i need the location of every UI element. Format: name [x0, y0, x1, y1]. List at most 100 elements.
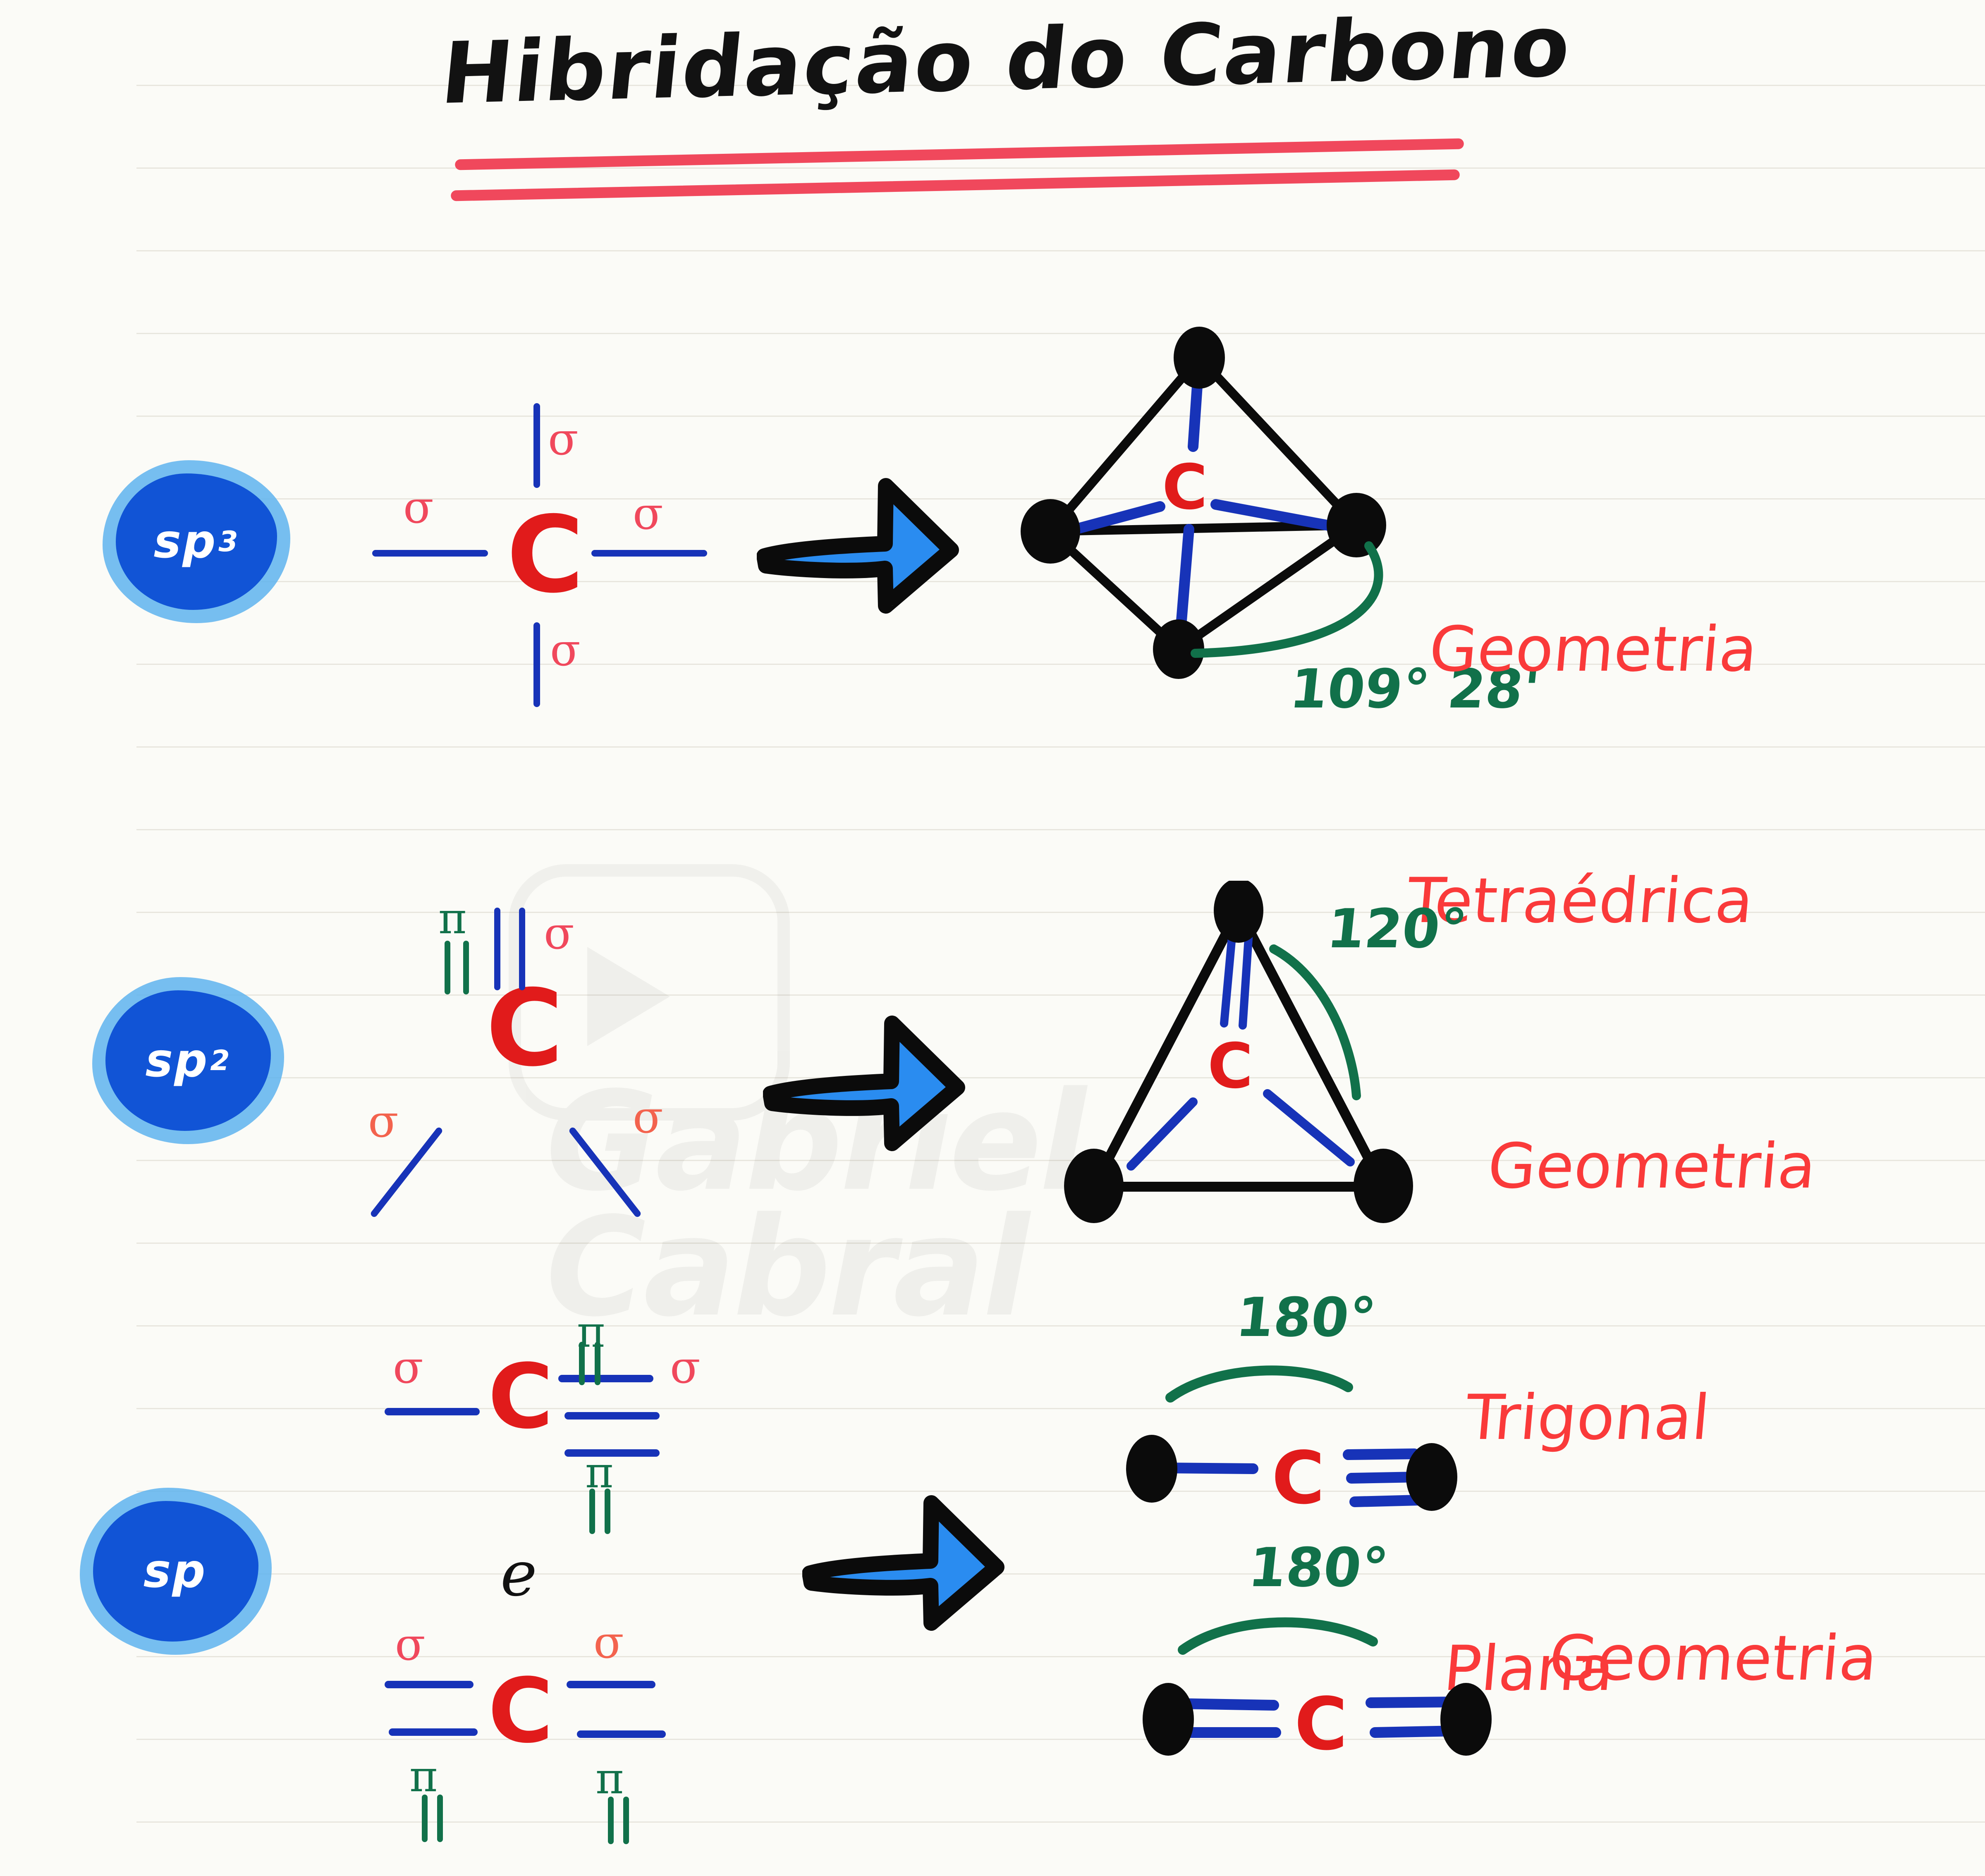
geometry-sp2-line2: Trigonal — [1463, 1381, 1713, 1454]
rule-line — [136, 85, 1985, 86]
geometry-sp-line1: Geometria — [1546, 1623, 1880, 1694]
pi-bond-sp-a-bottom-2 — [605, 1489, 610, 1534]
sigma-label-sp3-bottom: σ — [550, 624, 581, 676]
rule-line — [136, 1821, 1985, 1823]
linear-diagram-b: C — [1143, 1617, 1492, 1761]
bond-sp3-right — [591, 550, 707, 557]
bond-sp-a-right-2 — [564, 1412, 660, 1420]
rule-line — [136, 1325, 1985, 1326]
badge-core — [105, 990, 271, 1131]
rule-line — [136, 829, 1985, 830]
rule-line — [136, 664, 1985, 665]
svg-text:C: C — [1294, 1682, 1347, 1761]
bond-sp-b-right-1 — [567, 1681, 655, 1688]
rule-line — [136, 1656, 1985, 1657]
bond-sp-b-right-2 — [577, 1730, 666, 1738]
rule-line — [136, 581, 1985, 582]
bond-sp3-top — [533, 403, 540, 488]
sigma-label-sp3-top: σ — [548, 413, 579, 465]
title-underline-1 — [454, 138, 1464, 170]
pi-label-sp-b-right: π — [596, 1753, 624, 1804]
pi-bond-sp-b-right-1 — [608, 1797, 614, 1844]
svg-text:C: C — [1162, 452, 1208, 523]
pi-bond-sp-b-left-1 — [422, 1795, 428, 1842]
angle-label-sp-b: 180° — [1246, 1536, 1392, 1599]
carbon-atom-sp3: C — [507, 494, 584, 617]
rule-line — [136, 994, 1985, 996]
geometry-sp2-line1: Geometria — [1485, 1130, 1819, 1202]
bond-sp3-bottom — [533, 622, 540, 707]
bond-sp3-left — [372, 550, 488, 557]
bond-sp-a-right-1 — [558, 1375, 653, 1382]
badge-exponent: 2 — [210, 1044, 231, 1077]
rule-line — [136, 1243, 1985, 1244]
rule-line — [136, 333, 1985, 334]
rule-line — [136, 498, 1985, 499]
rule-line — [136, 250, 1985, 251]
pi-bond-sp2-b — [463, 941, 469, 994]
badge-base: sp — [143, 1544, 207, 1598]
rule-line — [136, 167, 1985, 169]
sigma-label-sp3-left: σ — [403, 482, 434, 533]
badge-sp-label: sp — [93, 1501, 258, 1642]
tetrahedron-diagram: C — [1021, 327, 1386, 679]
pi-bond-sp-b-right-2 — [623, 1797, 629, 1844]
bond-sp-a-right-3 — [564, 1449, 660, 1457]
carbon-atom-sp2: C — [486, 967, 564, 1090]
pi-bond-sp-a-bottom-1 — [589, 1489, 595, 1534]
sigma-label-sp-a-left: σ — [393, 1342, 423, 1393]
sigma-label-sp-a-right: σ — [670, 1342, 701, 1393]
badge-core — [93, 1501, 258, 1642]
pi-bond-sp-a-top-2 — [595, 1342, 600, 1385]
badge-exponent: 3 — [218, 525, 239, 558]
geometry-sp3-line1: Geometria — [1426, 614, 1760, 686]
title-text: Hibridação do Carbono — [437, 0, 1576, 123]
rule-line — [136, 1408, 1985, 1409]
sigma-label-sp2-right: σ — [633, 1092, 663, 1143]
pi-label-sp-b-left: π — [409, 1751, 438, 1802]
bond-sp-b-left-1 — [385, 1681, 474, 1688]
pi-bond-sp-a-top-1 — [579, 1342, 585, 1385]
rule-line — [136, 1077, 1985, 1078]
sigma-label-sp3-right: σ — [633, 488, 663, 540]
rule-line — [136, 1739, 1985, 1740]
title-underline-2 — [450, 169, 1460, 201]
rule-line — [136, 1160, 1985, 1161]
svg-text:C: C — [1272, 1436, 1325, 1513]
sigma-label-sp-b-left: σ — [395, 1619, 426, 1670]
bond-sp2-top-b — [519, 908, 525, 990]
bond-sp2-top-a — [494, 908, 500, 990]
rule-line — [136, 1573, 1985, 1575]
badge-core — [116, 473, 277, 610]
rule-line — [136, 912, 1985, 913]
bond-sp-b-left-2 — [389, 1728, 478, 1736]
rule-line — [136, 416, 1985, 417]
bond-sp-a-left — [385, 1408, 480, 1415]
sigma-label-sp-b-right: σ — [593, 1617, 624, 1668]
triangle-diagram: C — [1064, 881, 1413, 1223]
svg-text:C: C — [1208, 1030, 1253, 1102]
pi-bond-sp-b-left-2 — [437, 1795, 443, 1842]
angle-label-sp2: 120° — [1324, 897, 1470, 960]
pi-label-sp2: π — [438, 893, 467, 944]
badge-base: sp — [145, 1034, 209, 1087]
linear-diagram-a: C — [1126, 1365, 1457, 1513]
conjunction-e: e — [500, 1538, 537, 1610]
rule-line — [136, 1491, 1985, 1492]
play-triangle-icon — [587, 947, 670, 1046]
bond-sp2-bottom-right — [568, 1126, 642, 1219]
geometry-sp-line2: Linear — [1524, 1868, 1859, 1876]
pi-bond-sp2-a — [445, 941, 450, 994]
carbon-atom-sp-a: C — [488, 1345, 553, 1448]
arrow-sp2 — [763, 1009, 970, 1154]
arrow-sp — [802, 1489, 1009, 1633]
rule-line — [136, 746, 1985, 748]
angle-label-sp-a: 180° — [1233, 1286, 1379, 1349]
badge-base: sp — [153, 515, 217, 569]
geometry-label-sp: Geometria Linear — [1509, 1449, 1896, 1876]
carbon-atom-sp-b: C — [488, 1659, 553, 1763]
